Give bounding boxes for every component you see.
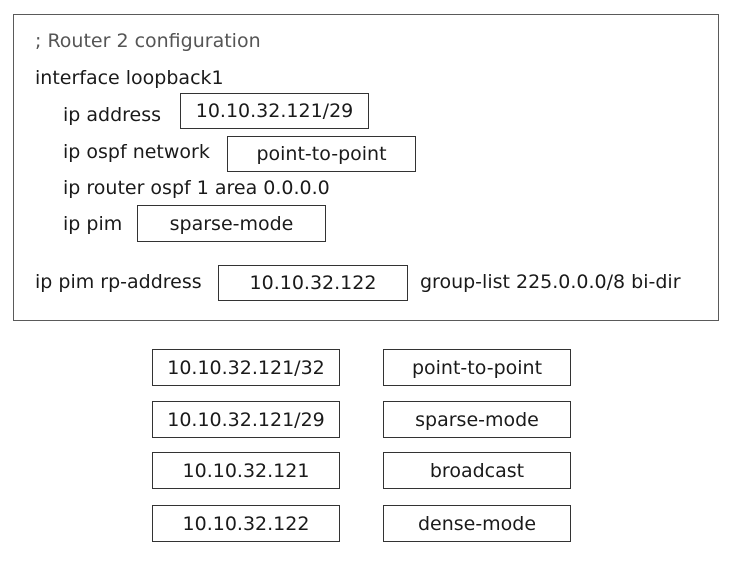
option-point-to-point[interactable]: point-to-point: [383, 349, 571, 386]
ip-address-label: ip address: [63, 104, 162, 126]
config-comment: ; Router 2 configuration: [35, 30, 261, 52]
group-list-text: group-list 225.0.0.0/8 bi-dir: [420, 271, 681, 293]
router-ospf-line: ip router ospf 1 area 0.0.0.0: [63, 177, 330, 199]
interface-line: interface loopback1: [35, 67, 224, 89]
option-ip-121-32[interactable]: 10.10.32.121/32: [152, 349, 340, 386]
option-sparse-mode[interactable]: sparse-mode: [383, 401, 571, 438]
router-config-panel: ; Router 2 configuration interface loopb…: [13, 14, 719, 321]
ip-pim-drop-slot[interactable]: sparse-mode: [137, 205, 326, 242]
option-label: point-to-point: [411, 356, 543, 379]
option-ip-121[interactable]: 10.10.32.121: [152, 452, 340, 489]
option-ip-122[interactable]: 10.10.32.122: [152, 505, 340, 542]
option-label: dense-mode: [417, 512, 537, 535]
ip-pim-slot-value: sparse-mode: [169, 212, 294, 235]
option-label: 10.10.32.121/32: [167, 356, 325, 379]
ip-address-slot-value: 10.10.32.121/29: [195, 100, 354, 122]
option-label: broadcast: [429, 459, 525, 482]
ospf-network-label: ip ospf network: [63, 141, 210, 163]
ospf-network-drop-slot[interactable]: point-to-point: [227, 136, 416, 172]
option-label: 10.10.32.122: [182, 512, 310, 535]
ip-address-drop-slot[interactable]: 10.10.32.121/29: [180, 93, 369, 129]
ip-pim-label: ip pim: [63, 213, 123, 235]
ospf-network-slot-value: point-to-point: [256, 143, 387, 165]
rp-address-drop-slot[interactable]: 10.10.32.122: [218, 265, 408, 301]
option-ip-121-29[interactable]: 10.10.32.121/29: [152, 401, 340, 438]
option-label: sparse-mode: [415, 408, 539, 431]
option-label: 10.10.32.121/29: [167, 408, 325, 431]
option-dense-mode[interactable]: dense-mode: [383, 505, 571, 542]
rp-address-label: ip pim rp-address: [35, 271, 202, 293]
rp-address-slot-value: 10.10.32.122: [249, 272, 377, 294]
option-label: 10.10.32.121: [182, 459, 310, 482]
option-broadcast[interactable]: broadcast: [383, 452, 571, 489]
